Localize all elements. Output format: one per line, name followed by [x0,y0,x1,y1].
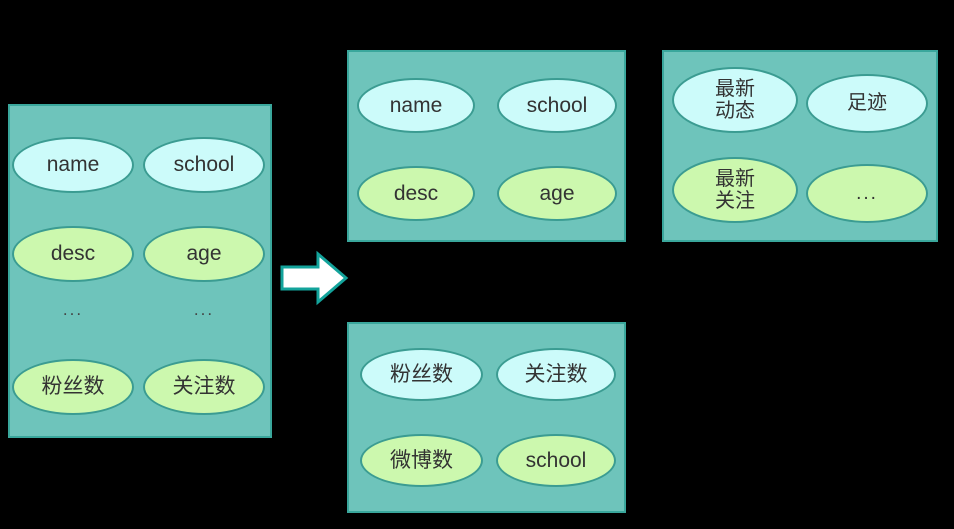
field-node-label: age [186,242,222,266]
right-arrow-icon [280,250,349,306]
split1-node-name[interactable]: name [357,78,475,133]
field-node-desc[interactable]: desc [12,226,134,282]
split1-node-desc[interactable]: desc [357,166,475,221]
field-node-school[interactable]: school [143,137,265,193]
split1-node-school[interactable]: school [497,78,617,133]
field-node-name[interactable]: name [12,137,134,193]
field-node-label: 微博数 [390,448,453,472]
field-node-label: ... [856,182,878,204]
split2-node-footprint[interactable]: 足迹 [806,74,928,133]
split2-node-more[interactable]: ... [806,164,928,223]
split3-node-following-count[interactable]: 关注数 [496,348,616,401]
split2-node-latest-following[interactable]: 最新 关注 [672,157,798,223]
split1-node-age[interactable]: age [497,166,617,221]
field-node-age[interactable]: age [143,226,265,282]
field-node-label: 粉丝数 [390,362,453,386]
field-node-label: 关注数 [172,375,236,399]
right-arrow [278,249,350,307]
field-node-label: 关注数 [524,362,588,386]
field-node-label: 最新 关注 [715,167,755,212]
field-node-label: school [173,153,235,177]
split3-node-weibo-count[interactable]: 微博数 [360,434,483,487]
field-node-label: name [389,93,443,117]
field-ellipsis-left: ... [62,300,84,319]
field-node-label: desc [50,242,96,266]
field-node-label: 最新 动态 [715,77,755,122]
field-node-label: 粉丝数 [41,375,105,399]
split2-node-latest-feed[interactable]: 最新 动态 [672,67,798,133]
field-ellipsis-right: ... [193,300,215,319]
field-node-label: school [526,93,588,117]
split3-node-school[interactable]: school [496,434,616,487]
field-node-label: age [539,181,575,205]
field-node-following-count[interactable]: 关注数 [143,359,265,415]
field-node-fans-count[interactable]: 粉丝数 [12,359,134,415]
field-node-label: 足迹 [847,92,887,115]
field-node-label: name [46,153,100,177]
split3-node-fans-count[interactable]: 粉丝数 [360,348,483,401]
field-node-label: desc [393,181,439,205]
field-node-label: school [525,448,587,472]
